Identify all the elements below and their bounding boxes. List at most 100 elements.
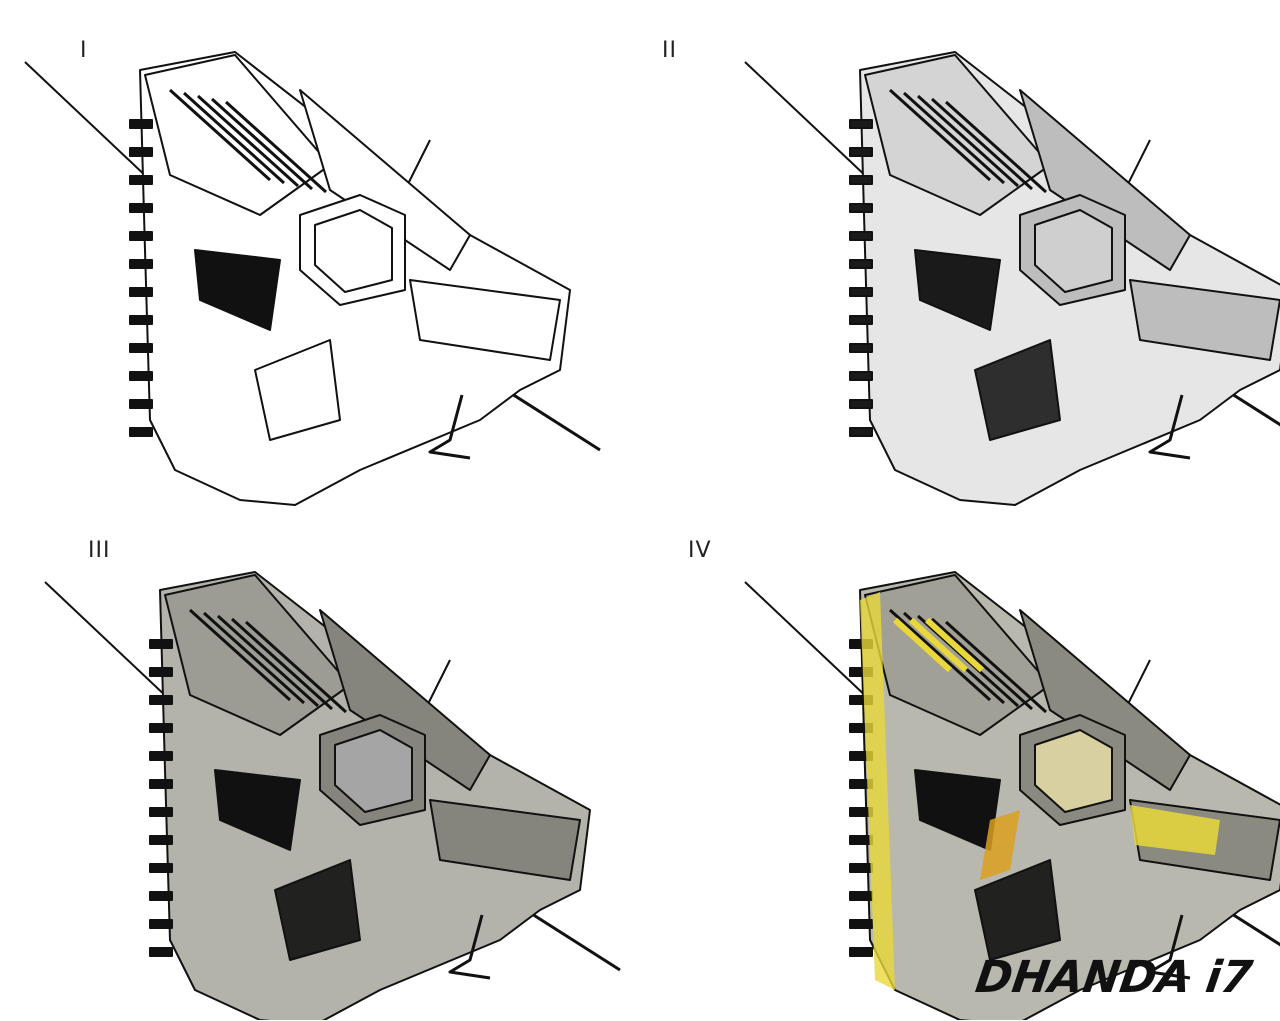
landing-strut <box>448 914 491 980</box>
hull-fin <box>849 947 873 957</box>
hull-fin <box>129 371 153 381</box>
yellow-stripe <box>892 617 953 673</box>
hull-fin <box>149 835 173 845</box>
wing-panel <box>1129 279 1280 361</box>
dark-recess <box>194 249 281 331</box>
yellow-stripe <box>924 617 985 673</box>
panel-1: I <box>0 0 640 510</box>
landing-strut <box>428 394 471 460</box>
spaceship <box>24 51 601 506</box>
antenna-line <box>24 61 151 181</box>
hull-fin <box>849 343 873 353</box>
hull-fin <box>149 639 173 649</box>
cockpit-glass <box>314 209 393 293</box>
hull-fin <box>849 259 873 269</box>
hull-fin <box>149 891 173 901</box>
hull-fin <box>849 119 873 129</box>
hull-fin <box>149 863 173 873</box>
yellow-trim <box>860 592 895 990</box>
panel-numeral: II <box>662 38 677 63</box>
hull-fin <box>149 723 173 733</box>
panel-3: III <box>0 510 640 1020</box>
dark-recess <box>214 769 301 851</box>
hull-fin <box>849 891 873 901</box>
hull-fin <box>149 667 173 677</box>
hull-fin <box>849 919 873 929</box>
panel-2: II <box>640 0 1280 510</box>
hull-fin <box>849 371 873 381</box>
cockpit-glass <box>334 729 413 813</box>
hull-fin <box>149 919 173 929</box>
artist-signature: DHANDA i7 <box>972 952 1256 1003</box>
antenna-line <box>744 61 871 181</box>
spaceship-sketch <box>744 51 1280 506</box>
side-panel <box>1019 89 1191 271</box>
armor-ridge <box>244 620 348 714</box>
orange-trim <box>980 810 1020 880</box>
hull-fin <box>849 231 873 241</box>
hull-fin <box>849 399 873 409</box>
hull-fin <box>849 427 873 437</box>
cockpit-glass <box>1034 209 1113 293</box>
armor-ridge <box>182 91 286 185</box>
antenna-line <box>744 581 871 701</box>
hull-fin <box>149 779 173 789</box>
armor-ridge <box>210 97 314 191</box>
panel-4: IV <box>640 510 1280 1020</box>
hull-fin <box>129 315 153 325</box>
dark-recess <box>914 249 1001 331</box>
hull-fin <box>849 287 873 297</box>
wing-panel <box>429 799 581 881</box>
armor-ridge <box>916 94 1020 188</box>
spaceship-sketch <box>744 571 1280 1020</box>
hull-fin <box>129 287 153 297</box>
hull-fin <box>129 147 153 157</box>
hull-fin <box>129 175 153 185</box>
spaceship <box>44 571 621 1020</box>
hull-fin <box>849 863 873 873</box>
armor-ridge <box>216 614 320 708</box>
side-panel <box>1019 609 1191 791</box>
spaceship-sketch <box>44 571 621 1020</box>
armor-ridge <box>944 620 1048 714</box>
landing-strut <box>1148 914 1191 980</box>
hull-fin <box>129 231 153 241</box>
armor-ridge <box>930 617 1034 711</box>
spaceship <box>744 571 1280 1020</box>
panel-numeral: III <box>88 538 111 563</box>
hull-fin <box>149 807 173 817</box>
hull-fin <box>149 947 173 957</box>
antenna-line <box>44 581 171 701</box>
hull-fin <box>849 203 873 213</box>
armor-ridge <box>944 100 1048 194</box>
armor-ridge <box>168 88 272 182</box>
dark-intake <box>974 339 1061 441</box>
spaceship <box>744 51 1280 506</box>
armor-ridge <box>196 94 300 188</box>
armor-ridge <box>230 617 334 711</box>
armor-ridge <box>930 97 1034 191</box>
armor-ridge <box>202 611 306 705</box>
armor-ridge <box>224 100 328 194</box>
armor-ridge <box>902 91 1006 185</box>
armor-ridge <box>188 608 292 702</box>
side-panel <box>319 609 491 791</box>
hull-fin <box>129 427 153 437</box>
dark-intake <box>254 339 341 441</box>
hull-fin <box>849 315 873 325</box>
dark-intake <box>274 859 361 961</box>
spaceship-sketch <box>24 51 601 506</box>
yellow-trim <box>1130 805 1220 855</box>
hull-fin <box>849 835 873 845</box>
hull-fin <box>129 343 153 353</box>
cockpit-glass <box>1034 729 1113 813</box>
hull-fin <box>129 119 153 129</box>
wing-panel <box>409 279 561 361</box>
hull-fin <box>849 175 873 185</box>
hull-fin <box>129 203 153 213</box>
panel-numeral: I <box>80 38 88 63</box>
hull-fin <box>149 695 173 705</box>
armor-ridge <box>888 88 992 182</box>
side-panel <box>299 89 471 271</box>
landing-strut <box>1148 394 1191 460</box>
